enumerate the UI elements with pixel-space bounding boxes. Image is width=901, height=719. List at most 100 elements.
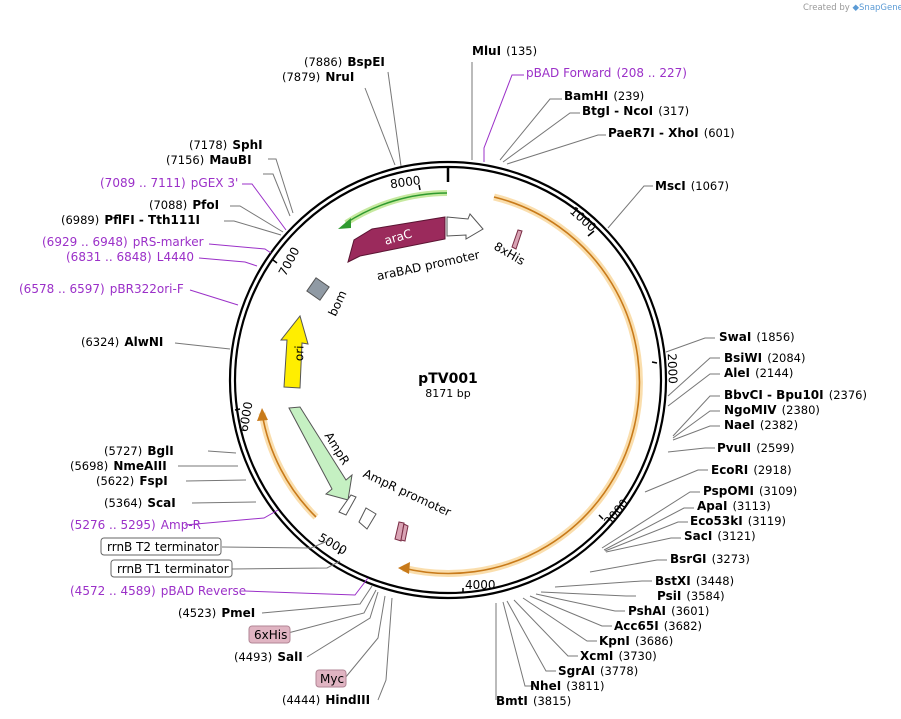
myc-feature-box[interactable]: Myc: [315, 669, 347, 688]
orange-arc-left-line: [261, 412, 317, 518]
site-psppomi[interactable]: PspOMI (3109): [703, 480, 797, 499]
enzyme-sites-left: (7178) SphI (7156) MauBI (7089 .. 7111) …: [19, 134, 263, 350]
site-bstxi[interactable]: BstXI (3448): [655, 570, 734, 589]
primer-pbr322ori-f[interactable]: (6578 .. 6597) pBR322ori-F: [19, 278, 184, 297]
his6-feature-label: 6xHis: [254, 628, 287, 642]
site-saci[interactable]: SacI (3121): [684, 525, 756, 544]
plasmid-backbone-outer: [228, 160, 668, 600]
site-psii[interactable]: PsiI (3584): [657, 585, 725, 604]
enzyme-sites-top: (7886) BspEI (7879) NruI MluI (135) pBAD…: [282, 40, 735, 194]
site-sgrai[interactable]: SgrAI (3778): [558, 660, 638, 679]
primer-prs-marker[interactable]: (6929 .. 6948) pRS-marker: [42, 231, 204, 250]
tick-label-3000: 3000: [601, 496, 631, 528]
rrnb-t2-terminator-label: rrnB T2 terminator: [107, 540, 219, 554]
tick-7000: [272, 259, 278, 264]
rrnb-t1-terminator-box[interactable]: rrnB T1 terminator: [110, 559, 233, 578]
site-swai[interactable]: SwaI (1856): [719, 326, 795, 345]
primer-amp-r[interactable]: (5276 .. 5295) Amp-R: [70, 514, 201, 533]
site-alei[interactable]: AleI (2144): [724, 362, 793, 381]
rrnb-t1-terminator-label: rrnB T1 terminator: [117, 562, 229, 576]
his6-feature-box[interactable]: 6xHis: [248, 625, 291, 644]
plasmid-name: pTV001: [418, 371, 478, 387]
enzyme-sites-bottom-right: BstXI (3448) PsiI (3584) PshAI (3601) Ac…: [496, 570, 734, 709]
orange-arc-right-arrowhead: [398, 562, 410, 574]
arac-glow-line: [345, 192, 448, 224]
site-eco53ki[interactable]: Eco53kI (3119): [690, 510, 786, 529]
site-pmei[interactable]: (4523) PmeI: [178, 602, 255, 621]
site-msci[interactable]: MscI (1067): [655, 175, 729, 194]
tick-label-4000: 4000: [465, 578, 496, 592]
ampr-feature[interactable]: [288, 406, 353, 501]
snapgene-logo-icon: ◆: [852, 3, 859, 13]
arac-glow: [344, 190, 448, 226]
bom-label: bom: [326, 288, 350, 318]
primer-l4440[interactable]: (6831 .. 6848) L4440: [66, 246, 194, 265]
site-kpni[interactable]: KpnI (3686): [599, 630, 673, 649]
tick-label-2000: 2000: [665, 353, 680, 384]
tick-2000: [651, 361, 658, 364]
site-drui[interactable]: (7879) NruI: [282, 66, 354, 85]
site-bgli[interactable]: (5727) BglI: [104, 440, 174, 459]
site-hindiii[interactable]: (4444) HindIII: [282, 689, 370, 708]
bom-feature[interactable]: [306, 277, 330, 301]
ori-feature[interactable]: [279, 314, 309, 389]
his8-feature[interactable]: [511, 229, 523, 250]
site-scai[interactable]: (5364) ScaI: [104, 492, 176, 511]
site-ecori[interactable]: EcoRI (2918): [711, 459, 792, 478]
site-maubi[interactable]: (7156) MauBI: [166, 149, 252, 168]
site-bspei[interactable]: (7886) BspEI: [304, 51, 385, 70]
backbone-ticks: [234, 167, 658, 593]
site-bamhi[interactable]: BamHI (239): [564, 85, 644, 104]
tick-6000: [234, 408, 241, 411]
site-sali[interactable]: (4493) SalI: [234, 646, 303, 665]
site-bbvci-bpu10i[interactable]: BbvCI - Bpu10I (2376): [724, 384, 867, 403]
enzyme-sites-bottom-left: (5727) BglI (5698) NmeAIII (5622) FspI (…: [70, 440, 370, 708]
site-acc65i[interactable]: Acc65I (3682): [614, 615, 702, 634]
orange-arc-right-line: [402, 196, 641, 575]
tick-label-8000: 8000: [389, 173, 421, 191]
arabad-promoter-arrow[interactable]: [446, 213, 484, 240]
site-bsrgi[interactable]: BsrGI (3273): [670, 548, 750, 567]
enzyme-sites-right: SwaI (1856) BsiWI (2084) AleI (2144) Bbv…: [670, 326, 867, 567]
site-btgi-ncoi[interactable]: BtgI - NcoI (317): [582, 100, 689, 119]
myc-feature-label: Myc: [320, 672, 344, 686]
site-sphi[interactable]: (7178) SphI: [189, 134, 263, 153]
site-naei[interactable]: NaeI (2382): [724, 414, 798, 433]
arac-feature[interactable]: [347, 216, 446, 263]
site-pfoi[interactable]: (7088) PfoI: [149, 194, 219, 213]
site-mlui[interactable]: MluI (135): [472, 40, 537, 59]
site-apai[interactable]: ApaI (3113): [697, 495, 771, 514]
tick-3000: [598, 514, 604, 520]
tick-8000: [418, 184, 421, 191]
primer-pbad-reverse[interactable]: (4572 .. 4589) pBAD Reverse: [70, 580, 246, 599]
ampr-promoter-arrow[interactable]: [338, 494, 357, 516]
ori-label: ori: [292, 345, 307, 361]
ampr-promoter-label: AmpR promoter: [361, 466, 453, 519]
site-fspi[interactable]: (5622) FspI: [96, 470, 168, 489]
rrnb-t2-terminator-box[interactable]: rrnB T2 terminator: [100, 537, 222, 556]
myc-his-feature-2[interactable]: [400, 523, 409, 542]
site-paer7i-xhoi[interactable]: PaeR7I - XhoI (601): [608, 122, 735, 141]
site-pvuii[interactable]: PvuII (2599): [717, 437, 794, 456]
site-xcmi[interactable]: XcmI (3730): [580, 645, 657, 664]
tick-5000: [337, 548, 342, 555]
site-nmeaiii[interactable]: (5698) NmeAIII: [70, 455, 167, 474]
site-alwni[interactable]: (6324) AlwNI: [81, 331, 163, 350]
site-pflfi-tth111i[interactable]: (6989) PflFI - Tth111I: [61, 209, 200, 228]
primer-pgex3[interactable]: (7089 .. 7111) pGEX 3': [100, 172, 238, 191]
primer-pbad-forward[interactable]: pBAD Forward (208 .. 227): [526, 62, 687, 81]
site-bmti[interactable]: BmtI (3815): [496, 690, 571, 709]
ampr-promoter-arrow-2[interactable]: [358, 507, 377, 530]
snapgene-watermark: Created by ◆SnapGene: [803, 3, 901, 13]
site-ngomiv[interactable]: NgoMIV (2380): [724, 399, 820, 418]
leader-lines: [174, 62, 720, 701]
tick-label-6000: 6000: [236, 401, 255, 434]
his8-label: 8xHis: [492, 239, 528, 268]
site-psahi[interactable]: PshAI (3601): [628, 600, 709, 619]
tick-1000: [587, 230, 595, 237]
site-bsiwi[interactable]: BsiWI (2084): [724, 347, 805, 366]
site-nhei[interactable]: NheI (3811): [530, 675, 605, 694]
plasmid-length: 8171 bp: [425, 387, 470, 400]
